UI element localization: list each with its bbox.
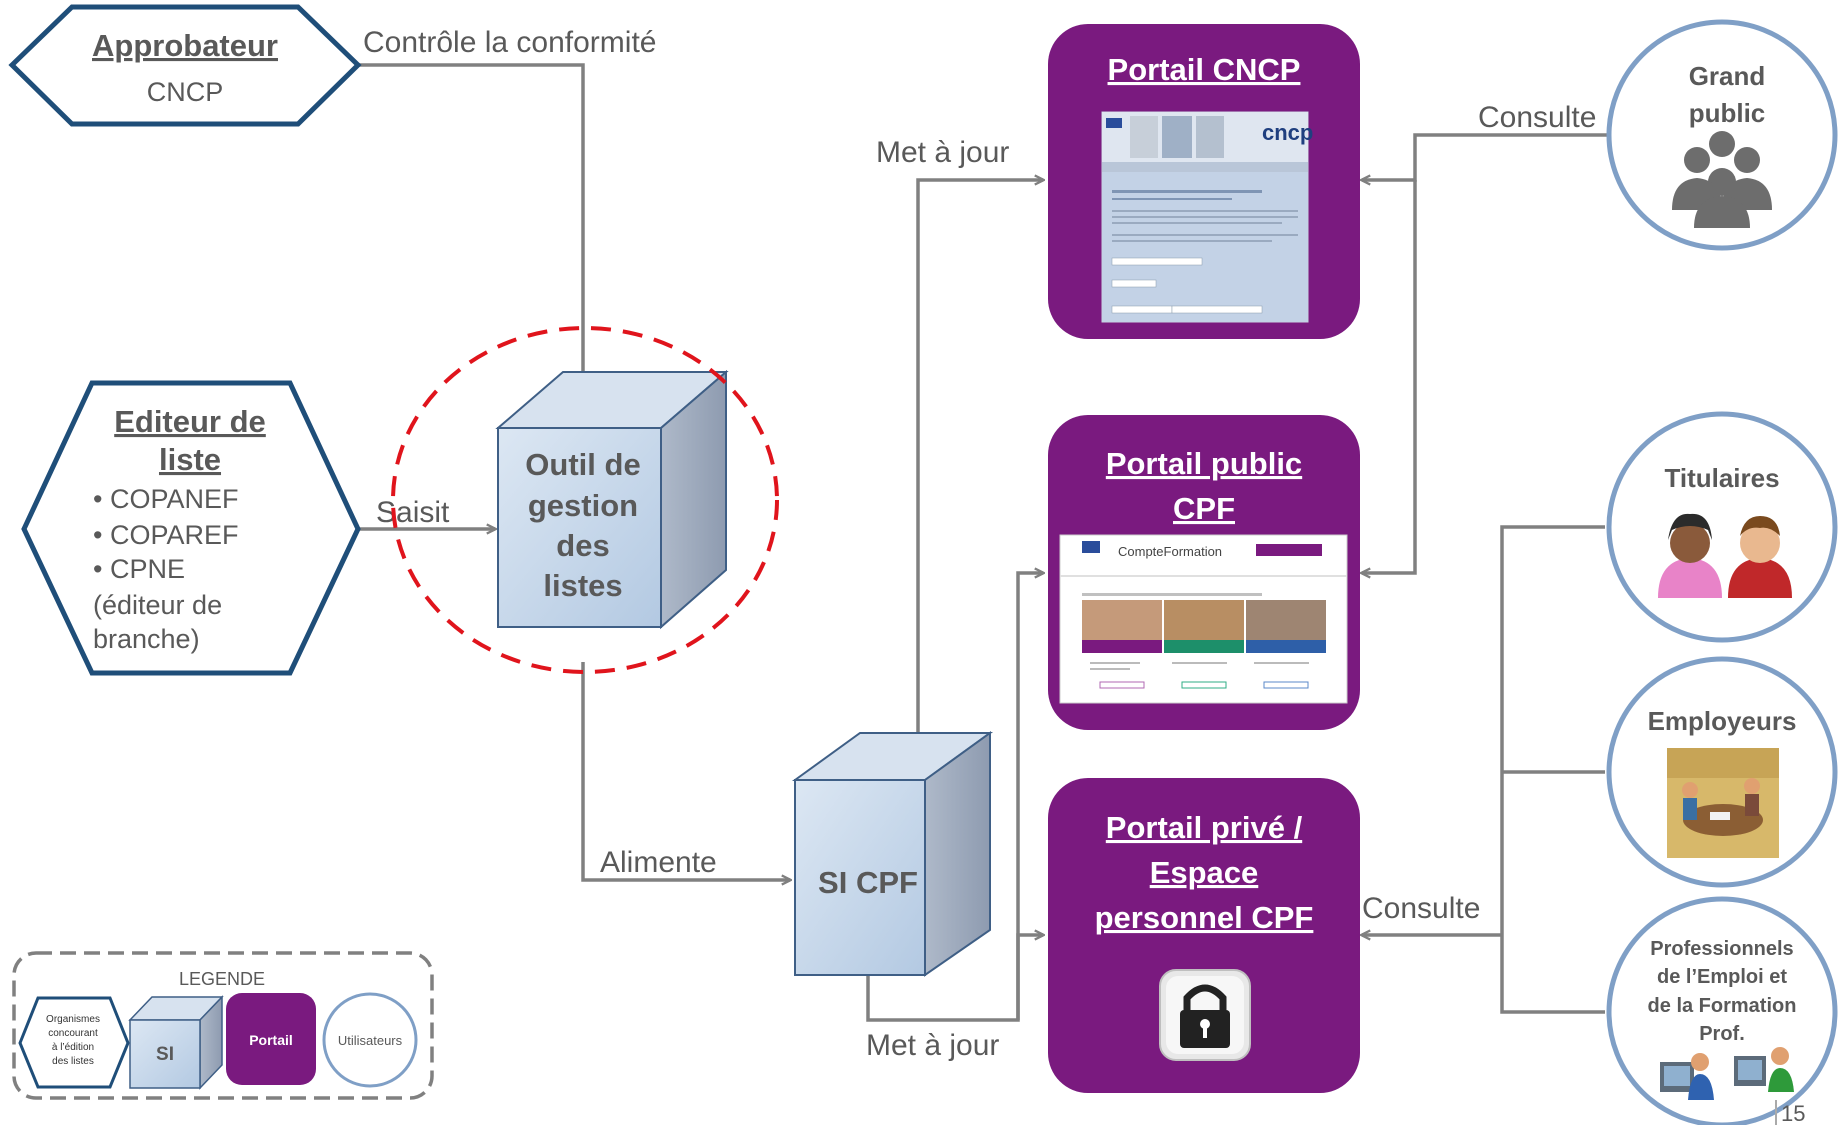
- professionnels-line4: Prof.: [1699, 1023, 1745, 1045]
- portail-public-title-2: CPF: [1173, 491, 1235, 526]
- portail-cncp-title: Portail CNCP: [1108, 52, 1301, 87]
- titulaires-label: Titulaires: [1664, 463, 1779, 493]
- cncp-logo-icon: cncp: [1262, 120, 1313, 145]
- legend-organismes-line: concourant: [48, 1028, 98, 1039]
- outil-line: listes: [543, 568, 622, 603]
- legend-utilisateurs: Utilisateurs: [322, 992, 418, 1088]
- users-bracket: [1500, 525, 1605, 1014]
- editeur-title-2: liste: [159, 442, 221, 477]
- portail-prive-title-1: Portail privé /: [1106, 810, 1303, 845]
- portail-prive-node: Portail privé / Espace personnel CPF: [1048, 778, 1360, 1093]
- si-cpf-node: SI CPF: [791, 731, 994, 977]
- arrow-consulte-grandpublic: [1362, 133, 1610, 180]
- man-avatar-icon: [1728, 516, 1792, 598]
- outil-node: Outil de gestion des listes: [391, 326, 779, 674]
- legend-organismes-line: des listes: [52, 1056, 94, 1067]
- editeur-note-2: branche): [93, 624, 200, 654]
- portail-public-node: Portail public CPF CompteFormation: [1048, 415, 1360, 730]
- legend-si: SI: [128, 995, 224, 1090]
- legend-organismes-line: Organismes: [46, 1014, 100, 1025]
- outil-line: Outil de: [525, 447, 640, 482]
- legend-portail: Portail: [226, 993, 316, 1085]
- arrow-maj-prive: [866, 935, 1043, 1022]
- editeur-note-1: (éditeur de: [93, 590, 222, 620]
- page-number: 15: [1781, 1101, 1805, 1125]
- approbateur-subtitle: CNCP: [147, 77, 224, 107]
- approbateur-title: Approbateur: [92, 28, 278, 63]
- outil-line: des: [556, 528, 609, 563]
- legend-portail-label: Portail: [249, 1032, 293, 1048]
- moncompte-logo-icon: CompteFormation: [1118, 544, 1222, 559]
- professionnels-line2: de l’Emploi et: [1657, 966, 1787, 988]
- label-alimente: Alimente: [600, 846, 717, 879]
- public-screenshot: CompteFormation: [1059, 534, 1348, 704]
- arrow-consulte-public: [1362, 180, 1417, 573]
- approbateur-node: Approbateur CNCP: [8, 4, 362, 127]
- arrow-alimente: [581, 662, 790, 880]
- arrow-maj-public: [1016, 573, 1043, 1020]
- portail-public-title-1: Portail public: [1106, 446, 1302, 481]
- meeting-picture-icon: [1667, 748, 1779, 858]
- label-controle: Contrôle la conformité: [363, 26, 656, 59]
- woman-avatar-icon: [1658, 513, 1722, 598]
- portail-prive-title-2: Espace: [1150, 855, 1259, 890]
- label-consulte-top: Consulte: [1478, 101, 1596, 134]
- arrow-maj-cncp: [916, 180, 1043, 735]
- label-maj-bottom: Met à jour: [866, 1029, 999, 1062]
- cncp-screenshot: cncp: [1101, 111, 1313, 323]
- highlight-circle: [391, 326, 779, 674]
- legend: LEGENDE Organismes concourant à l’éditio…: [12, 951, 434, 1100]
- user-professionnels: Professionnels de l’Emploi et de la Form…: [1606, 896, 1838, 1125]
- legend-organismes: Organismes concourant à l’édition des li…: [18, 996, 130, 1089]
- label-consulte-bottom: Consulte: [1362, 892, 1480, 925]
- grand-public-line2: public: [1689, 98, 1766, 128]
- user-employeurs: Employeurs: [1606, 656, 1838, 888]
- user-titulaires: Titulaires: [1606, 411, 1838, 643]
- portail-prive-title-3: personnel CPF: [1095, 900, 1314, 935]
- computer-user-icon: [1660, 1047, 1794, 1100]
- employeurs-label: Employeurs: [1648, 706, 1797, 736]
- grand-public-line1: Grand: [1689, 61, 1766, 91]
- legend-organismes-line: à l’édition: [52, 1042, 94, 1053]
- outil-line: gestion: [528, 488, 638, 523]
- connectors: [358, 63, 1610, 1022]
- editeur-title-1: Editeur de: [114, 404, 266, 439]
- legend-utilisateurs-label: Utilisateurs: [338, 1033, 403, 1048]
- professionnels-line1: Professionnels: [1650, 938, 1793, 960]
- editeur-item: • COPAREF: [93, 520, 238, 550]
- label-saisit: Saisit: [376, 496, 450, 529]
- editeur-item: • CPNE: [93, 554, 185, 584]
- si-cpf-label: SI CPF: [818, 865, 918, 900]
- arrow-controle: [358, 63, 583, 428]
- professionnels-line3: de la Formation: [1648, 995, 1797, 1017]
- editeur-node: Editeur de liste • COPANEF • COPAREF • C…: [21, 380, 361, 676]
- editeur-item: • COPANEF: [93, 484, 238, 514]
- legend-si-label: SI: [156, 1044, 174, 1065]
- portail-cncp-node: Portail CNCP cncp: [1048, 24, 1360, 339]
- group-people-icon: [1672, 131, 1772, 228]
- lock-icon: [1159, 969, 1251, 1061]
- user-grand-public: Grand public: [1606, 19, 1838, 251]
- legend-title: LEGENDE: [179, 969, 265, 989]
- label-maj-top: Met à jour: [876, 136, 1009, 169]
